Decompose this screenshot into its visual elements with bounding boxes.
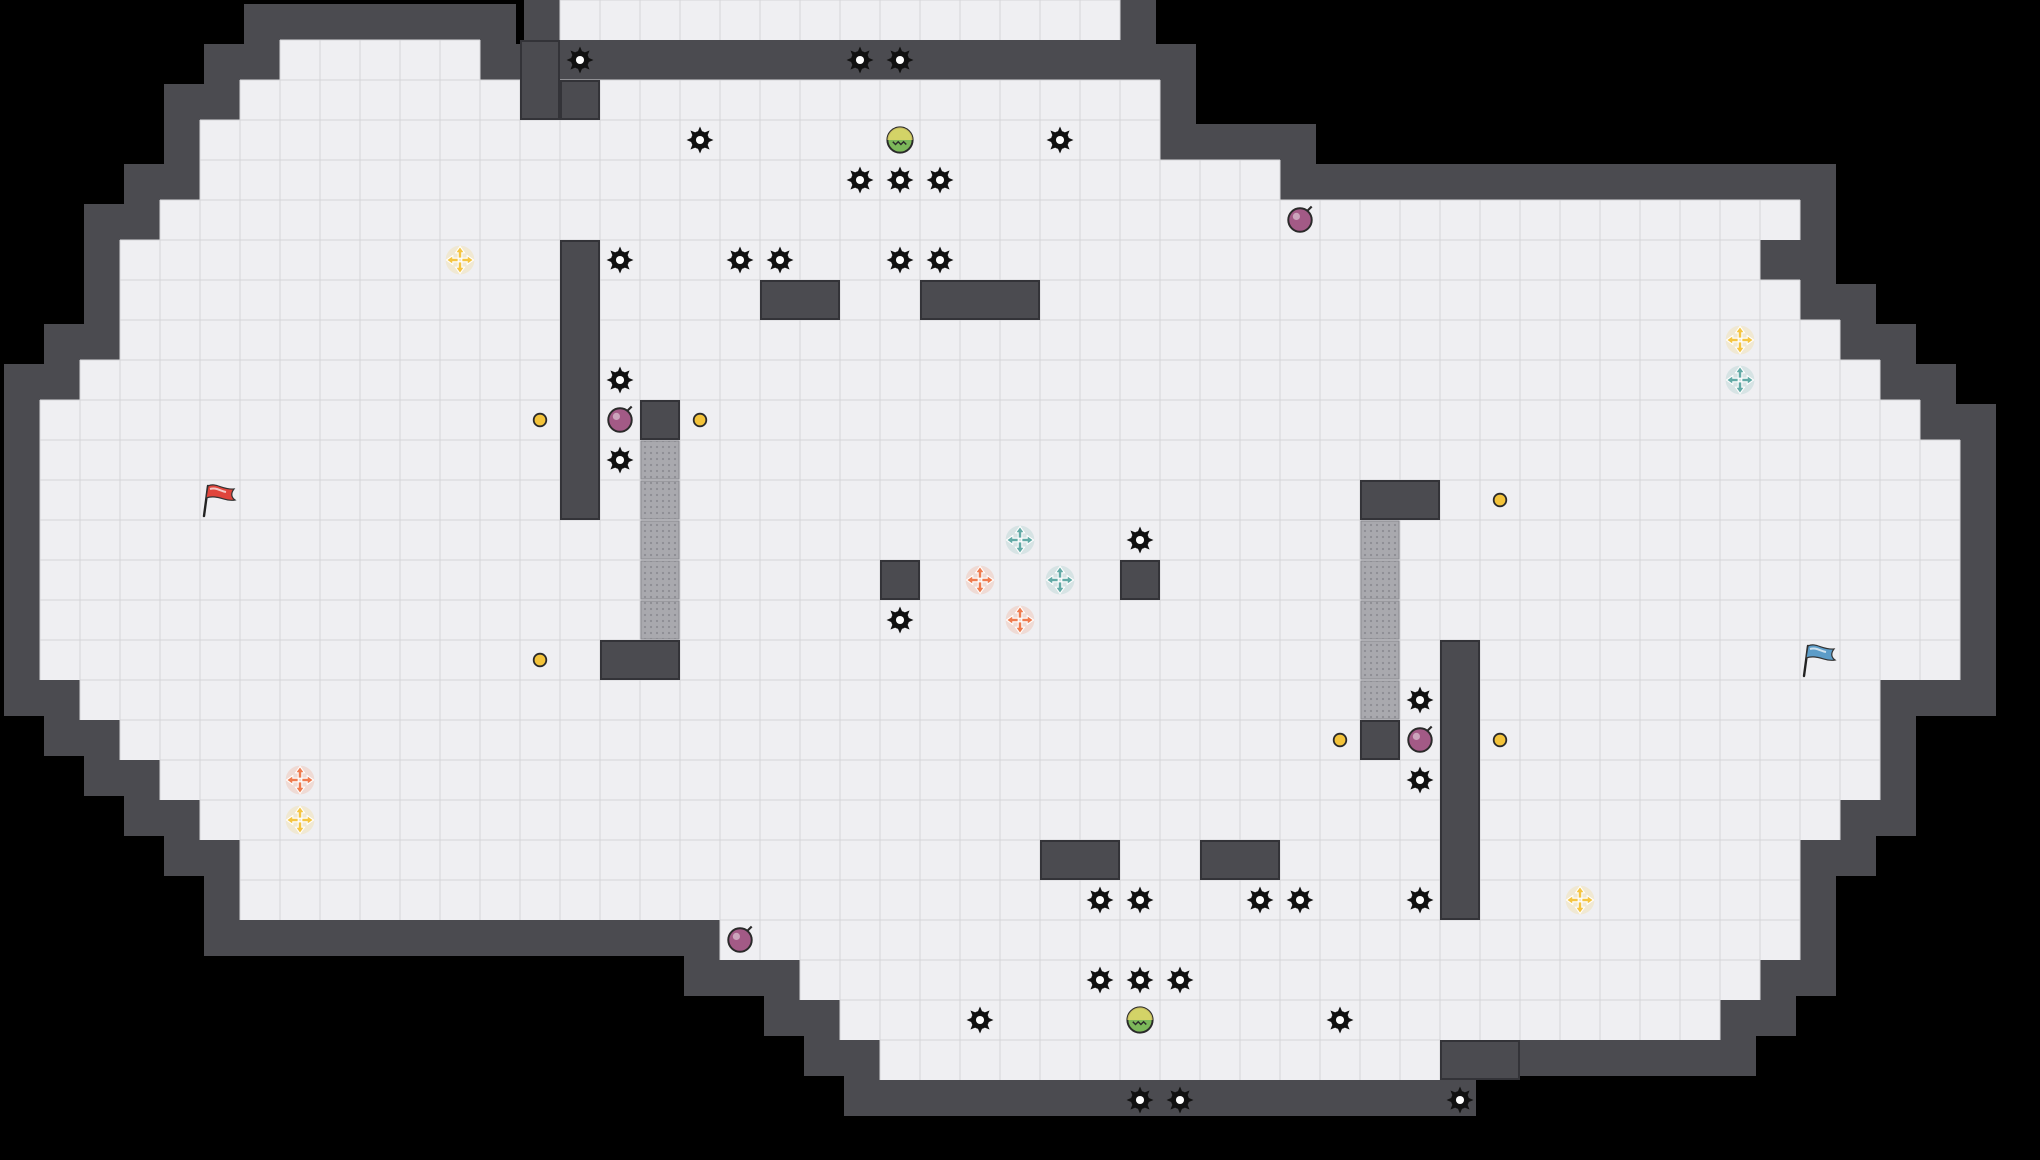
spike-icon	[1286, 886, 1314, 914]
gate-tile	[1360, 600, 1400, 640]
spike-icon	[846, 46, 874, 74]
floor-row	[240, 840, 1800, 880]
spike-icon	[1126, 526, 1154, 554]
gate-tile	[640, 600, 680, 640]
floor-row	[160, 760, 1880, 800]
floor-row	[240, 80, 1160, 120]
button-icon	[532, 412, 548, 428]
powerup-icon	[1126, 1006, 1154, 1034]
yellow-boost-icon	[1565, 885, 1595, 915]
button-icon	[1332, 732, 1348, 748]
wall-block	[1200, 840, 1280, 880]
floor-row	[80, 360, 1880, 400]
wall-block	[560, 240, 600, 520]
orange-boost-icon	[1005, 605, 1035, 635]
spike-icon	[966, 1006, 994, 1034]
orange-boost-icon	[285, 765, 315, 795]
spike-icon	[1166, 1086, 1194, 1114]
spike-icon	[1246, 886, 1274, 914]
teal-boost-icon	[1005, 525, 1035, 555]
powerup-icon	[886, 126, 914, 154]
spike-icon	[926, 246, 954, 274]
spike-icon	[606, 366, 634, 394]
floor-row	[40, 400, 1920, 440]
spike-icon	[1326, 1006, 1354, 1034]
floor-row	[720, 920, 1800, 960]
spike-icon	[1446, 1086, 1474, 1114]
button-icon	[532, 652, 548, 668]
spike-icon	[726, 246, 754, 274]
yellow-boost-icon	[445, 245, 475, 275]
spike-icon	[1406, 886, 1434, 914]
obstacles	[520, 40, 1520, 1080]
gate-tile	[640, 440, 680, 480]
button-icon	[1492, 492, 1508, 508]
gate-tile	[1360, 560, 1400, 600]
yellow-boost-icon	[1725, 325, 1755, 355]
wall-block	[520, 40, 560, 120]
spike-icon	[606, 446, 634, 474]
teal-boost-icon	[1045, 565, 1075, 595]
floor-grid	[39, 0, 1961, 1080]
spike-icon	[1126, 886, 1154, 914]
wall-block	[880, 560, 920, 600]
spike-icon	[1086, 966, 1114, 994]
orange-boost-icon	[965, 565, 995, 595]
spike-icon	[1126, 966, 1154, 994]
gate-tile	[1360, 520, 1400, 560]
floor-row	[160, 200, 1800, 240]
spike-icon	[1406, 766, 1434, 794]
gate-tile	[640, 520, 680, 560]
floor-row	[280, 40, 480, 80]
spike-icon	[1406, 686, 1434, 714]
spike-icon	[886, 46, 914, 74]
gate-tile	[1360, 680, 1400, 720]
spike-icon	[1046, 126, 1074, 154]
spike-icon	[1126, 1086, 1154, 1114]
yellow-boost-icon	[285, 805, 315, 835]
spike-icon	[886, 606, 914, 634]
spike-icon	[1166, 966, 1194, 994]
spike-icon	[686, 126, 714, 154]
wall-block	[1440, 1040, 1520, 1080]
wall-block	[640, 400, 680, 440]
spike-icon	[846, 166, 874, 194]
button-icon	[692, 412, 708, 428]
wall-block	[600, 640, 680, 680]
button-icon	[1492, 732, 1508, 748]
wall-block	[1360, 720, 1400, 760]
spike-icon	[886, 166, 914, 194]
spike-icon	[886, 246, 914, 274]
floor-row	[200, 160, 1280, 200]
gate-tile	[1360, 640, 1400, 680]
wall-block	[920, 280, 1040, 320]
gate-tile	[640, 560, 680, 600]
wall-block	[760, 280, 840, 320]
spike-icon	[566, 46, 594, 74]
gate-tile	[640, 480, 680, 520]
wall-block	[1120, 560, 1160, 600]
spike-icon	[926, 166, 954, 194]
wall-block	[1040, 840, 1120, 880]
teal-boost-icon	[1725, 365, 1755, 395]
spike-icon	[606, 246, 634, 274]
spike-icon	[1086, 886, 1114, 914]
floor-row	[240, 880, 1800, 920]
floor-row	[80, 680, 1880, 720]
spike-icon	[766, 246, 794, 274]
floor-row	[200, 800, 1840, 840]
wall-block	[560, 80, 600, 120]
wall-block	[1360, 480, 1440, 520]
floor-row	[120, 320, 1840, 360]
wall-block	[1440, 640, 1480, 920]
